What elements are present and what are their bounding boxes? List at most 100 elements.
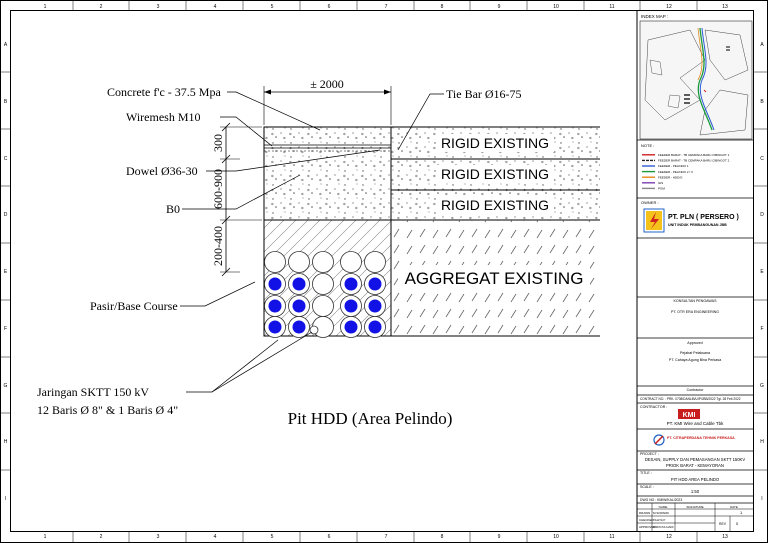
- approved-name: Pejabat Pelaksana: [680, 351, 710, 355]
- label-concrete: Concrete f'c - 37.5 Mpa: [107, 85, 221, 99]
- grid-row-left-H: H: [4, 439, 8, 445]
- legend-item-label: FEEDER BARAT - TB CEMPAKA BARU CIBINGOT …: [658, 159, 730, 163]
- grid-col-bottom-4: 4: [214, 534, 217, 540]
- legend-item-label: FEEDER - PELINDO 2 / 3: [658, 170, 693, 174]
- legend-item-label: PGM: [658, 187, 665, 191]
- grid-row-left-C: C: [4, 156, 8, 162]
- cable-duct: [312, 273, 334, 295]
- sheet-number: 1: [740, 510, 743, 515]
- project-label: PROJECT :: [640, 452, 659, 456]
- cable-duct: [288, 251, 310, 273]
- legend: FEEDER BARAT - TB CEMPAKA BARU CIBINGOT …: [642, 153, 730, 191]
- project-line-2: PRIOK BARAT - KEMAYORAN: [666, 463, 724, 468]
- cable-conductor: [344, 299, 358, 313]
- grid-col-top-2: 2: [100, 4, 103, 10]
- index-map: [639, 20, 753, 140]
- grid-row-right-A: A: [760, 42, 764, 48]
- dwg-no: DWG NO : KMIW/KAL/2023: [640, 498, 682, 502]
- cable-duct: [312, 295, 334, 317]
- rigid-layer-label-1: RIGID EXISTING: [441, 135, 549, 151]
- label-b0: B0: [166, 202, 180, 216]
- contractor-signature-label: Contractor: [687, 388, 705, 392]
- grid-col-top-11: 11: [609, 4, 614, 10]
- cable-duct: [264, 251, 286, 273]
- grid-row-left-I: I: [5, 496, 6, 502]
- dimension-width-label: ± 2000: [310, 77, 344, 91]
- aggregate-label: AGGREGAT EXISTING: [405, 269, 584, 288]
- owner-name: PT. PLN ( PERSERO ): [668, 214, 739, 221]
- rigid-layer-labels: RIGID EXISTING RIGID EXISTING RIGID EXIS…: [436, 134, 554, 214]
- sign-name-checked: YAHYA P: [653, 518, 665, 522]
- legend-item-label: GIS: [658, 181, 663, 185]
- grid-row-right-G: G: [760, 383, 764, 389]
- approved-company: PT. Cahaya Agung Bina Perkasa: [669, 358, 721, 362]
- dimension-200-400-label: 200-400: [211, 226, 225, 266]
- grid-col-bottom-5: 5: [271, 534, 274, 540]
- grid-row-left-F: F: [4, 326, 7, 332]
- grid-row-left-E: E: [4, 269, 8, 275]
- grid-row-right-B: B: [760, 99, 764, 105]
- cable-conductor: [268, 320, 282, 334]
- index-map-label: INDEX MAP :: [641, 14, 668, 19]
- grid-row-right-H: H: [760, 439, 764, 445]
- callouts: Concrete f'c - 37.5 Mpa Wiremesh M10 Dow…: [37, 85, 522, 417]
- label-dowel: Dowel Ø36-30: [126, 164, 198, 178]
- title-value: PIT HDD AREA PELINDO: [671, 477, 720, 482]
- grid-col-top-3: 3: [157, 4, 160, 10]
- cable-duct: [312, 251, 334, 273]
- consultant-label: KONSULTAN PENGAWAS: [674, 299, 718, 303]
- label-jaringan-1: Jaringan SKTT 150 kV: [37, 385, 149, 399]
- grid-col-top-13: 13: [722, 4, 728, 10]
- grid-row-left-G: G: [4, 383, 8, 389]
- title-label: TITLE :: [640, 471, 652, 475]
- grid-row-right-D: D: [760, 212, 764, 218]
- sign-role-drawn: DRAWN: [639, 511, 650, 515]
- grid-col-bottom-9: 9: [498, 534, 501, 540]
- project-line-1: DESAIN, SUPPLY DAN PEMASANGAN SKTT 150KV: [645, 457, 746, 462]
- grid-col-bottom-12: 12: [666, 534, 672, 540]
- owner-label: OWNER :: [641, 200, 659, 205]
- scale-value: 1:50: [691, 489, 700, 494]
- grid-col-bottom-6: 6: [328, 534, 331, 540]
- grid-col-top-12: 12: [666, 4, 672, 10]
- grid-col-top-6: 6: [328, 4, 331, 10]
- grid-col-top-1: 1: [44, 4, 47, 10]
- grid-row-right-I: I: [761, 496, 762, 502]
- cable-conductor: [368, 277, 382, 291]
- cable-duct: [364, 251, 386, 273]
- rigid-layer-label-2: RIGID EXISTING: [441, 166, 549, 182]
- sign-name-approved: WIDIYAS HADI: [653, 525, 674, 529]
- contractor-label: CONTRACTOR :: [640, 405, 667, 409]
- note-label: NOTE :: [641, 143, 654, 148]
- label-jaringan-2: 12 Baris Ø 8" & 1 Baris Ø 4": [37, 403, 178, 417]
- sign-name-drawn: M.SOPARD: [653, 511, 670, 515]
- owner-sub: UNIT INDUK PEMBANGUNAN JBB: [668, 223, 727, 227]
- svg-text:KMI: KMI: [683, 412, 696, 419]
- grid-col-top-5: 5: [271, 4, 274, 10]
- cable-duct: [340, 251, 362, 273]
- sign-header-date: DATE: [730, 505, 738, 509]
- dimension-600-900-label: 600-900: [211, 169, 225, 209]
- legend-item-label: FEEDER - PELINDO 1: [658, 164, 689, 168]
- pln-logo: [643, 208, 665, 233]
- cg-logo: [653, 434, 665, 446]
- grid-col-bottom-1: 1: [44, 534, 47, 540]
- grid-col-bottom-3: 3: [157, 534, 160, 540]
- consultant-name: PT. OTR ERA ENGINEERING: [671, 310, 719, 314]
- contractor-cg: PT. CITRAPERDANA TEHNIK PERKASA: [667, 436, 735, 440]
- grid-row-left-B: B: [4, 99, 8, 105]
- title-block: INDEX MAP : NOTE : FEEDER BARAT - TB CEM…: [637, 14, 754, 531]
- cable-conductor: [368, 299, 382, 313]
- grid-col-bottom-10: 10: [553, 534, 559, 540]
- grid-row-left-A: A: [4, 42, 8, 48]
- grid-row-left-D: D: [4, 212, 8, 218]
- aggregate-existing-area: AGGREGAT EXISTING: [391, 220, 600, 337]
- drawing-caption: Pit HDD (Area Pelindo): [288, 409, 453, 428]
- legend-item-label: FEEDER - HDD/G: [658, 175, 683, 179]
- cable-conductor: [268, 277, 282, 291]
- rev-value: 0: [736, 521, 739, 526]
- rev-label: REV: [719, 522, 727, 526]
- label-pasir: Pasir/Base Course: [90, 299, 178, 313]
